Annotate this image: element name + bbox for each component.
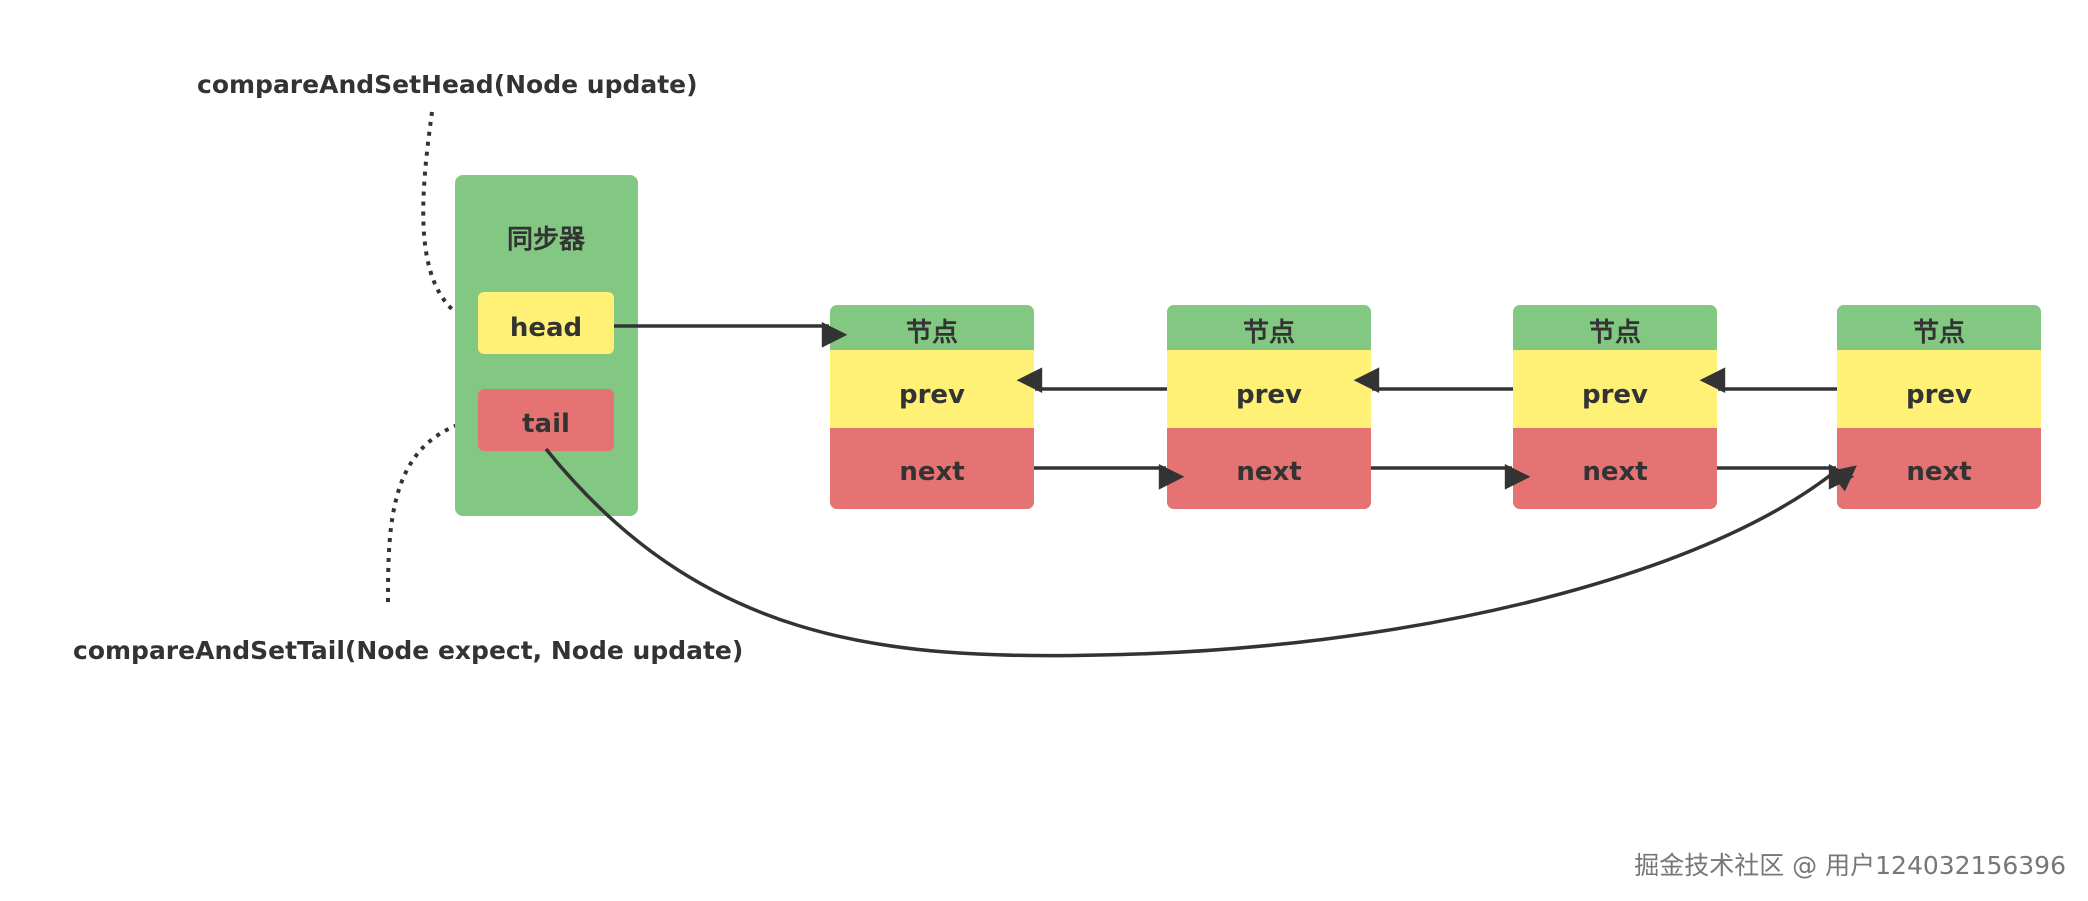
synchronizer: 同步器 head tail bbox=[455, 175, 638, 516]
head-dotted-arrow bbox=[421, 111, 477, 326]
prev-field bbox=[830, 350, 1034, 428]
head-field bbox=[478, 292, 614, 354]
compare-and-set-head-label: compareAndSetHead(Node update) bbox=[197, 70, 698, 99]
tail-field bbox=[478, 389, 614, 451]
head-field-label: head bbox=[510, 313, 582, 343]
node-3: 节点 prev next bbox=[1513, 305, 1717, 509]
next-label: next bbox=[1582, 457, 1647, 487]
node-1: 节点 prev next bbox=[830, 305, 1034, 509]
prev-field bbox=[1513, 350, 1717, 428]
prev-label: prev bbox=[899, 380, 965, 410]
next-field bbox=[1837, 428, 2041, 509]
prev-field bbox=[1167, 350, 1371, 428]
next-label: next bbox=[1906, 457, 1971, 487]
node-title: 节点 bbox=[1913, 317, 1965, 348]
tail-pointer-curve bbox=[544, 447, 1857, 658]
next-field bbox=[1513, 428, 1717, 509]
next-field bbox=[1167, 428, 1371, 509]
next-label: next bbox=[1236, 457, 1301, 487]
watermark: 掘金技术社区 @ 用户124032156396 bbox=[1634, 851, 2066, 880]
next-field bbox=[830, 428, 1034, 509]
node-2: 节点 prev next bbox=[1167, 305, 1371, 509]
compare-and-set-tail-label: compareAndSetTail(Node expect, Node upda… bbox=[73, 636, 743, 665]
node-title: 节点 bbox=[1243, 317, 1295, 348]
node-title: 节点 bbox=[1589, 317, 1641, 348]
tail-dotted-arrow bbox=[386, 418, 475, 603]
node-title: 节点 bbox=[906, 317, 958, 348]
prev-label: prev bbox=[1236, 380, 1302, 410]
synchronizer-title: 同步器 bbox=[507, 224, 586, 255]
node-4: 节点 prev next bbox=[1837, 305, 2041, 509]
tail-field-label: tail bbox=[522, 409, 570, 439]
prev-label: prev bbox=[1906, 380, 1972, 410]
next-label: next bbox=[899, 457, 964, 487]
prev-field bbox=[1837, 350, 2041, 428]
prev-label: prev bbox=[1582, 380, 1648, 410]
